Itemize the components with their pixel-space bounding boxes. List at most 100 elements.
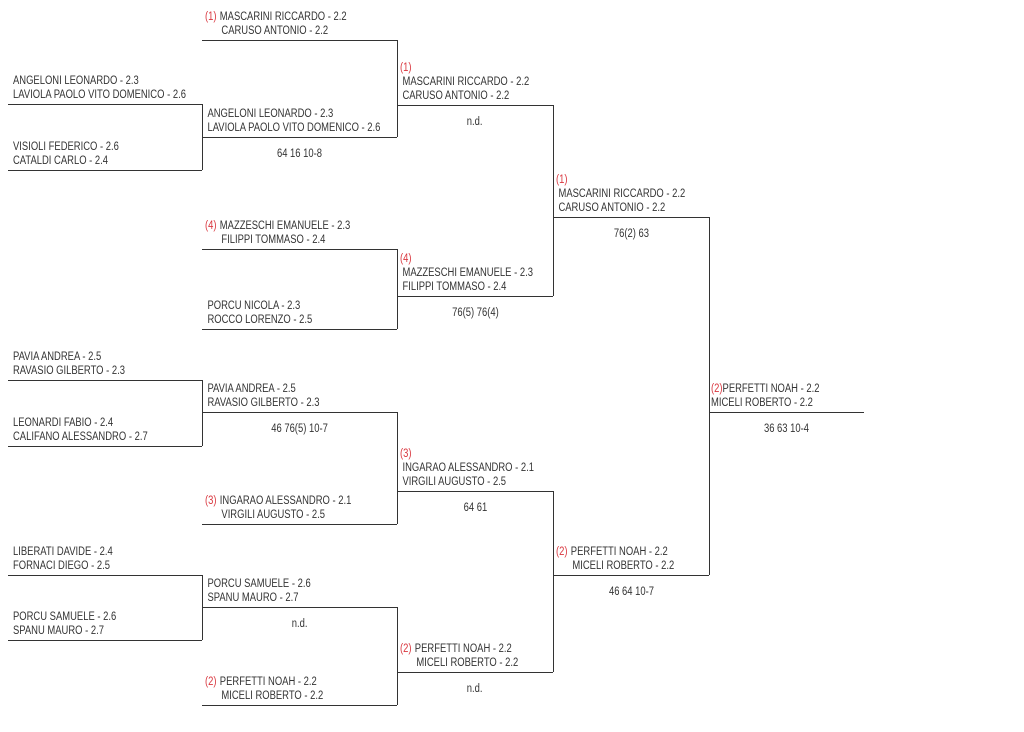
player-name: PERFETTI NOAH - 2.2 — [570, 546, 668, 558]
player-row: LEONARDI FABIO - 2.4 — [13, 416, 148, 430]
bracket-connector — [202, 380, 203, 446]
seed-label: (1) — [205, 11, 217, 23]
match-score: 46 64 10-7 — [553, 585, 709, 599]
player-row: LAVIOLA PAOLO VITO DOMENICO - 2.6 — [205, 121, 380, 135]
player-row: (1)MASCARINI RICCARDO - 2.2 — [205, 10, 347, 24]
player-name: MICELI ROBERTO - 2.2 — [711, 397, 813, 409]
player-name: RAVASIO GILBERTO - 2.3 — [207, 397, 320, 409]
match-score: 64 61 — [397, 501, 553, 515]
match-score: 76(2) 63 — [553, 227, 709, 241]
player-row: MICELI ROBERTO - 2.2 — [556, 559, 674, 573]
player-name: MICELI ROBERTO - 2.2 — [221, 690, 324, 702]
bracket-line — [8, 446, 202, 447]
player-row: CALIFANO ALESSANDRO - 2.7 — [13, 430, 148, 444]
player-name: CALIFANO ALESSANDRO - 2.7 — [13, 431, 148, 443]
player-name: PORCU SAMUELE - 2.6 — [207, 578, 311, 590]
player-name: PORCU SAMUELE - 2.6 — [13, 611, 117, 623]
player-name: CATALDI CARLO - 2.4 — [13, 155, 109, 167]
player-name: ANGELONI LEONARDO - 2.3 — [207, 108, 334, 120]
match-score: n.d. — [397, 115, 553, 129]
bracket-connector — [709, 217, 710, 575]
seed-label: (2) — [205, 676, 217, 688]
player-name: INGARAO ALESSANDRO - 2.1 — [402, 462, 535, 474]
player-name: VIRGILI AUGUSTO - 2.5 — [402, 476, 507, 488]
player-name: LAVIOLA PAOLO VITO DOMENICO - 2.6 — [13, 89, 186, 101]
player-name: PAVIA ANDREA - 2.5 — [207, 383, 296, 395]
player-name: MASCARINI RICCARDO - 2.2 — [219, 11, 347, 23]
seed-label: (2) — [400, 643, 412, 655]
seed-label: (2) — [711, 383, 723, 395]
player-row: (2)PERFETTI NOAH - 2.2 — [711, 382, 819, 396]
player-name: MASCARINI RICCARDO - 2.2 — [558, 188, 686, 200]
match-score: 36 63 10-4 — [709, 422, 864, 436]
bracket-line — [397, 296, 553, 297]
player-row: (2)PERFETTI NOAH - 2.2 — [205, 675, 323, 689]
match-score: 76(5) 76(4) — [397, 306, 553, 320]
player-name: PERFETTI NOAH - 2.2 — [414, 643, 512, 655]
player-name: SPANU MAURO - 2.7 — [13, 625, 105, 637]
player-row: RAVASIO GILBERTO - 2.3 — [205, 396, 319, 410]
score-text: 46 64 10-7 — [608, 586, 654, 598]
player-name: MASCARINI RICCARDO - 2.2 — [402, 76, 530, 88]
player-row: PORCU SAMUELE - 2.6 — [205, 577, 311, 591]
player-row: FILIPPI TOMMASO - 2.4 — [205, 233, 350, 247]
bracket-connector — [202, 575, 203, 640]
bracket-line — [709, 412, 864, 413]
score-text: 64 61 — [463, 502, 487, 514]
seed-label: (1) — [400, 62, 412, 74]
bracket-line — [202, 705, 397, 706]
bracket-connector — [397, 412, 398, 524]
bracket-connector — [397, 607, 398, 705]
player-name: FILIPPI TOMMASO - 2.4 — [402, 281, 507, 293]
player-name: FORNACI DIEGO - 2.5 — [13, 560, 110, 572]
bracket-line — [202, 412, 397, 413]
player-row: (2)PERFETTI NOAH - 2.2 — [400, 642, 518, 656]
player-name: MICELI ROBERTO - 2.2 — [572, 560, 675, 572]
player-row: ANGELONI LEONARDO - 2.3 — [205, 107, 380, 121]
match-score: n.d. — [202, 617, 397, 631]
player-row: CATALDI CARLO - 2.4 — [13, 154, 119, 168]
player-name: CARUSO ANTONIO - 2.2 — [558, 202, 666, 214]
score-text: 46 76(5) 10-7 — [271, 423, 328, 435]
player-row: LIBERATI DAVIDE - 2.4 — [13, 545, 113, 559]
player-row: (2)PERFETTI NOAH - 2.2 — [556, 545, 674, 559]
bracket-line — [8, 380, 202, 381]
seed-label: (3) — [205, 495, 217, 507]
player-row: CARUSO ANTONIO - 2.2 — [205, 24, 347, 38]
seed-label: (1) — [556, 174, 568, 186]
bracket-line — [202, 249, 397, 250]
player-row: VIRGILI AUGUSTO - 2.5 — [205, 508, 351, 522]
bracket-line — [553, 575, 709, 576]
player-row: SPANU MAURO - 2.7 — [13, 624, 116, 638]
player-name: SPANU MAURO - 2.7 — [207, 592, 299, 604]
player-name: VISIOLI FEDERICO - 2.6 — [13, 141, 119, 153]
player-row: RAVASIO GILBERTO - 2.3 — [13, 364, 125, 378]
player-name: ROCCO LORENZO - 2.5 — [207, 314, 313, 326]
bracket-line — [8, 575, 202, 576]
player-name: LEONARDI FABIO - 2.4 — [13, 417, 114, 429]
score-text: n.d. — [467, 116, 483, 128]
bracket-line — [8, 640, 202, 641]
player-name: CARUSO ANTONIO - 2.2 — [402, 90, 510, 102]
